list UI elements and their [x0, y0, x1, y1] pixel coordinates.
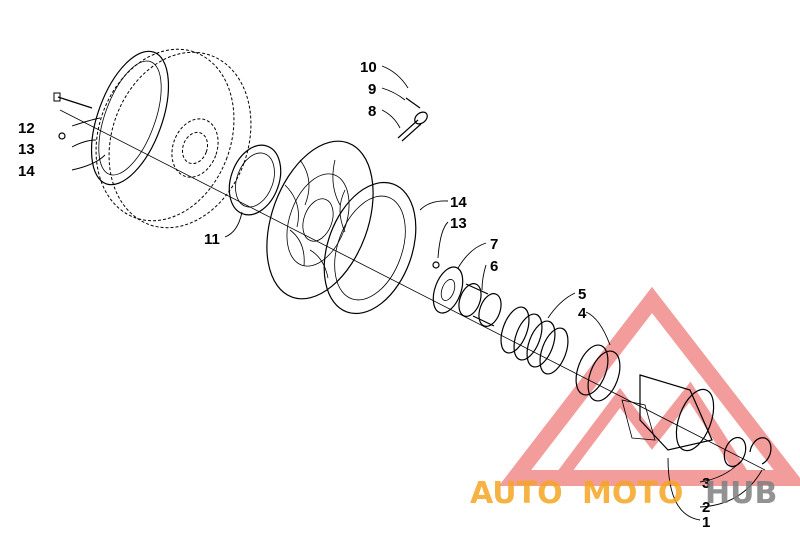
label-12: 12: [18, 120, 35, 137]
label-8: 8: [368, 103, 376, 120]
label-3: 3: [702, 475, 710, 492]
pin-8: [397, 111, 428, 142]
clip-2: [749, 437, 772, 465]
label-13-left: 13: [18, 141, 35, 158]
washer-3: [723, 436, 747, 468]
label-14-right: 14: [450, 194, 467, 211]
watermark-auto: AUTO: [470, 476, 563, 511]
cam-1: [621, 374, 715, 452]
screw-12: [53, 92, 93, 109]
gasket-ring-11: [228, 144, 282, 216]
watermark-logo: [498, 286, 800, 486]
label-13-right: 13: [450, 215, 467, 232]
leader-lines: [71, 65, 763, 521]
watermark-hub: HUB: [705, 476, 777, 511]
ring-4: [575, 344, 621, 402]
front-sheave: [266, 140, 374, 300]
spring-5: [500, 306, 569, 375]
label-10: 10: [360, 59, 377, 76]
center-axis: [59, 109, 766, 471]
label-6: 6: [490, 258, 498, 275]
pin-9: [405, 97, 421, 109]
bushing-6: [458, 283, 502, 327]
rear-flange-ring: [90, 50, 170, 186]
rear-sheave: [95, 48, 252, 229]
front-flange-ring: [323, 181, 417, 315]
label-9: 9: [368, 81, 376, 98]
label-11: 11: [204, 231, 220, 248]
label-1: 1: [702, 514, 710, 531]
label-5: 5: [578, 286, 586, 303]
label-2: 2: [702, 499, 710, 516]
screw-13-left: [58, 132, 66, 140]
watermark-text: AUTO MOTO HUB: [470, 476, 777, 511]
label-7: 7: [490, 236, 498, 253]
label-4: 4: [578, 305, 587, 322]
washer-7: [432, 266, 464, 314]
screw-13-right: [432, 261, 440, 269]
watermark-moto: MOTO: [582, 476, 683, 511]
label-14-left: 14: [18, 163, 35, 180]
